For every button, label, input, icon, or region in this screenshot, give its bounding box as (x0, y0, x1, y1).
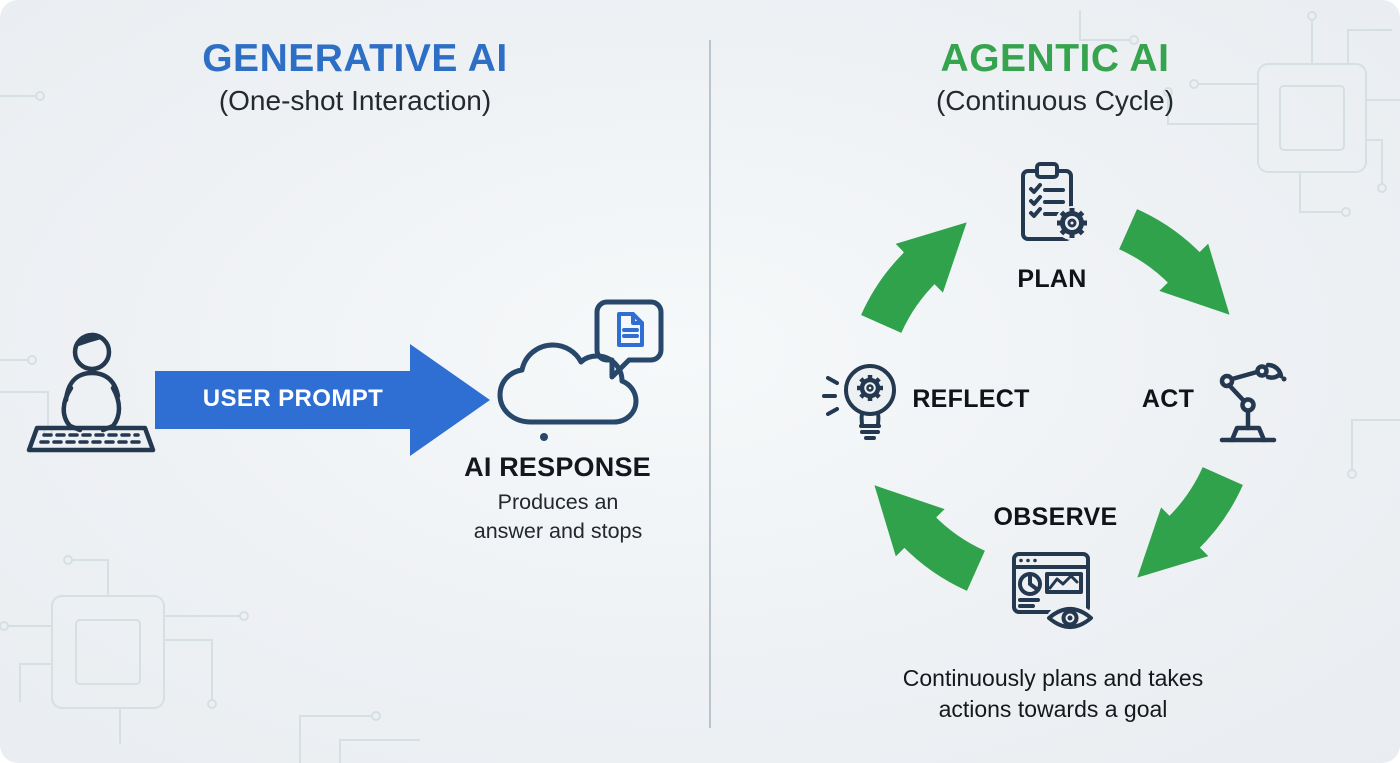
robot-arm-icon (1219, 362, 1287, 443)
generative-ai-subtitle: (One-shot Interaction) (218, 85, 492, 116)
lightbulb-gear-icon (822, 364, 896, 440)
left-panel-header: GENERATIVE AI (One-shot Interaction) (5, 36, 705, 119)
person-at-keyboard-icon (26, 332, 156, 453)
plan-label: PLAN (1017, 265, 1087, 293)
act-label: ACT (1141, 385, 1195, 413)
ai-response-title: AI RESPONSE (464, 452, 651, 482)
gear-icon (857, 375, 883, 401)
agentic-ai-title: AGENTIC AI (940, 37, 1170, 80)
right-panel-header: AGENTIC AI (Continuous Cycle) (705, 36, 1400, 119)
ai-response-description: Produces an answer and stops (473, 490, 643, 543)
cycle-arrows (861, 209, 1243, 591)
arrow-observe-to-reflect (874, 485, 986, 591)
cycle-caption: Continuously plans and takes actions tow… (902, 665, 1204, 722)
arrow-act-to-observe (1137, 466, 1243, 578)
cloud-shape (497, 342, 639, 425)
reflect-label: REFLECT (912, 385, 1030, 413)
panel-divider (709, 40, 711, 728)
document-icon (617, 312, 644, 347)
user-prompt-arrow (155, 344, 490, 456)
clipboard-checklist-gear-icon (1021, 162, 1089, 241)
browser-chart-eye-icon (1012, 552, 1093, 632)
eye-icon (1047, 607, 1093, 629)
arrow-plan-to-act (1118, 209, 1230, 315)
agentic-ai-subtitle: (Continuous Cycle) (935, 85, 1175, 116)
observe-label: OBSERVE (993, 503, 1118, 531)
user-prompt-label: USER PROMPT (202, 385, 384, 412)
cloud-icon (497, 299, 664, 441)
gear-icon (1055, 206, 1089, 240)
generative-ai-title: GENERATIVE AI (202, 37, 508, 80)
arrow-reflect-to-plan (861, 222, 967, 334)
speech-bubble-icon (594, 299, 664, 380)
